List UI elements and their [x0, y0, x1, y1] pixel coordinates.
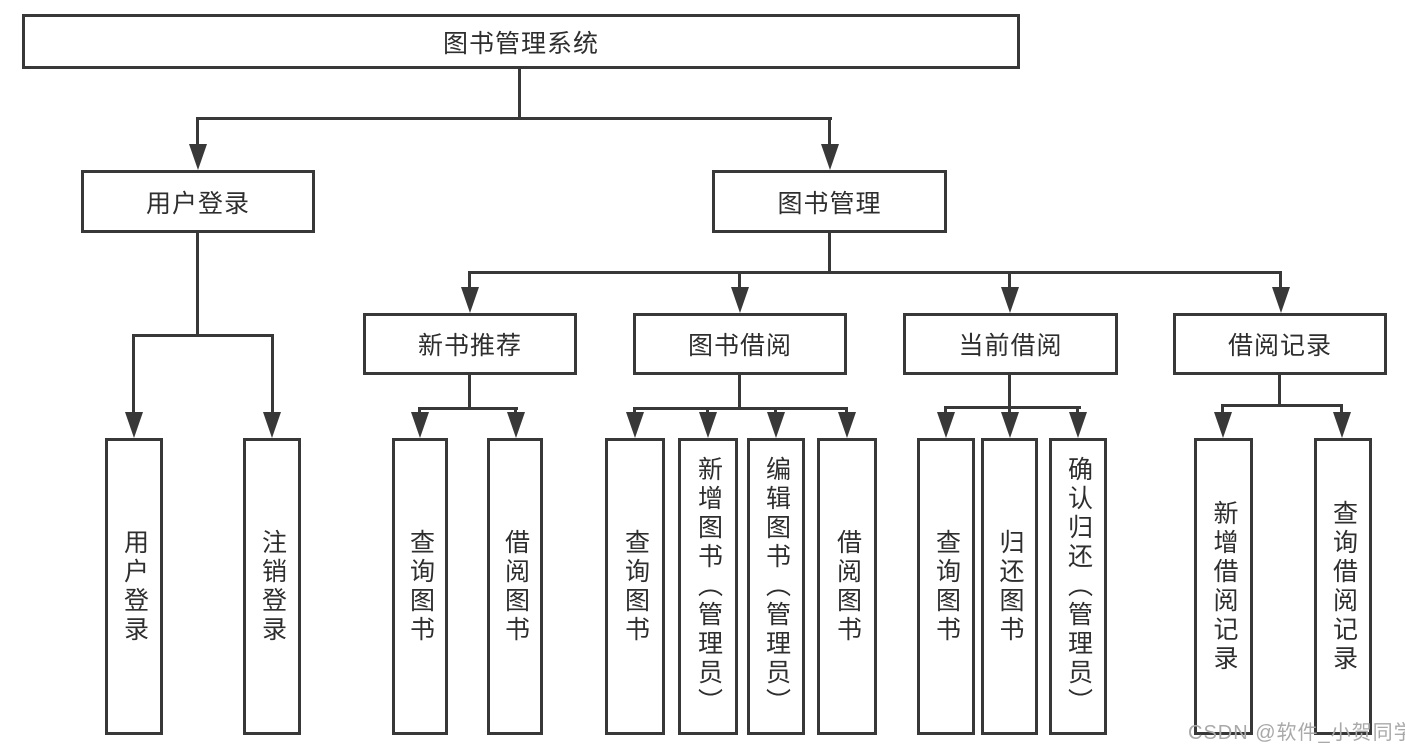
connector-line	[518, 69, 521, 119]
node-library-management-system: 图书管理系统	[22, 14, 1020, 69]
connector-line	[738, 375, 741, 409]
connector-line	[514, 407, 517, 415]
connector-line	[774, 407, 777, 415]
connector-arrow	[1001, 287, 1019, 313]
node-current-borrowing: 当前借阅	[903, 313, 1118, 375]
connector-line	[468, 375, 471, 409]
leaf-logout: 注销登录	[243, 438, 301, 735]
leaf-query-books-current: 查询图书	[917, 438, 975, 735]
connector-arrow	[507, 412, 525, 438]
leaf-label: 借阅图书	[501, 528, 530, 645]
connector-arrow	[1001, 412, 1019, 438]
connector-arrow	[411, 412, 429, 438]
leaf-user-login: 用户登录	[105, 438, 163, 735]
connector-line	[706, 407, 709, 415]
connector-line	[468, 271, 1282, 274]
connector-line	[1221, 404, 1343, 407]
connector-line	[633, 407, 848, 410]
connector-line	[845, 407, 848, 415]
node-book-management: 图书管理	[712, 170, 947, 233]
connector-arrow	[125, 412, 143, 438]
leaf-label: 查询图书	[406, 528, 435, 645]
connector-line	[418, 407, 421, 415]
connector-line	[1279, 271, 1282, 289]
connector-arrow	[699, 412, 717, 438]
connector-line	[1008, 271, 1011, 289]
leaf-label: 新增借阅记录	[1210, 499, 1238, 674]
connector-line	[197, 117, 832, 120]
connector-line	[132, 334, 135, 414]
leaf-borrow-books: 借阅图书	[817, 438, 877, 735]
connector-line	[196, 233, 199, 336]
connector-line	[1340, 404, 1343, 415]
leaf-query-borrow-record: 查询借阅记录	[1314, 438, 1372, 735]
connector-arrow	[1214, 412, 1232, 438]
leaf-query-books-borrowing: 查询图书	[605, 438, 665, 735]
connector-line	[271, 334, 274, 414]
connector-line	[1278, 375, 1281, 406]
node-user-login: 用户登录	[81, 170, 315, 233]
leaf-label: 查询图书	[932, 528, 961, 645]
leaf-label: 借阅图书	[833, 528, 862, 645]
connector-arrow	[1069, 412, 1087, 438]
connector-line	[468, 271, 471, 289]
connector-arrow	[821, 144, 839, 170]
node-borrowing-records: 借阅记录	[1173, 313, 1387, 375]
leaf-add-books-admin: 新增图书（管理员）	[678, 438, 738, 735]
connector-line	[132, 334, 274, 337]
connector-arrow	[189, 144, 207, 170]
leaf-label: 新增图书（管理员）	[694, 456, 723, 717]
leaf-label: 用户登录	[120, 528, 149, 645]
connector-line	[633, 407, 636, 415]
leaf-label: 确认归还（管理员）	[1064, 456, 1093, 717]
connector-arrow	[626, 412, 644, 438]
leaf-query-books-recommend: 查询图书	[392, 438, 448, 735]
leaf-confirm-return-admin: 确认归还（管理员）	[1049, 438, 1107, 735]
connector-line	[738, 271, 741, 289]
leaf-label: 查询借阅记录	[1329, 499, 1358, 674]
connector-arrow	[263, 412, 281, 438]
leaf-label: 归还图书	[996, 528, 1024, 645]
connector-line	[828, 117, 831, 147]
leaf-borrow-books-recommend: 借阅图书	[487, 438, 543, 735]
node-new-book-recommend: 新书推荐	[363, 313, 577, 375]
node-book-borrowing: 图书借阅	[633, 313, 847, 375]
leaf-return-books: 归还图书	[981, 438, 1038, 735]
connector-line	[1008, 375, 1011, 408]
connector-line	[828, 233, 831, 274]
leaf-add-borrow-record: 新增借阅记录	[1194, 438, 1253, 735]
connector-line	[418, 407, 518, 410]
connector-arrow	[461, 287, 479, 313]
connector-line	[1008, 406, 1011, 415]
connector-arrow	[838, 412, 856, 438]
connector-arrow	[937, 412, 955, 438]
leaf-edit-books-admin: 编辑图书（管理员）	[747, 438, 805, 735]
leaf-label: 注销登录	[258, 528, 287, 645]
connector-arrow	[767, 412, 785, 438]
connector-arrow	[731, 287, 749, 313]
leaf-label: 编辑图书（管理员）	[762, 456, 791, 717]
connector-arrow	[1272, 287, 1290, 313]
connector-line	[196, 117, 199, 147]
connector-arrow	[1333, 412, 1351, 438]
connector-line	[944, 406, 947, 415]
csdn-watermark: CSDN @软件_小贺同学	[1188, 722, 1405, 744]
connector-line	[1221, 404, 1224, 415]
connector-line	[944, 406, 1081, 409]
connector-line	[1076, 406, 1079, 415]
leaf-label: 查询图书	[621, 528, 650, 645]
